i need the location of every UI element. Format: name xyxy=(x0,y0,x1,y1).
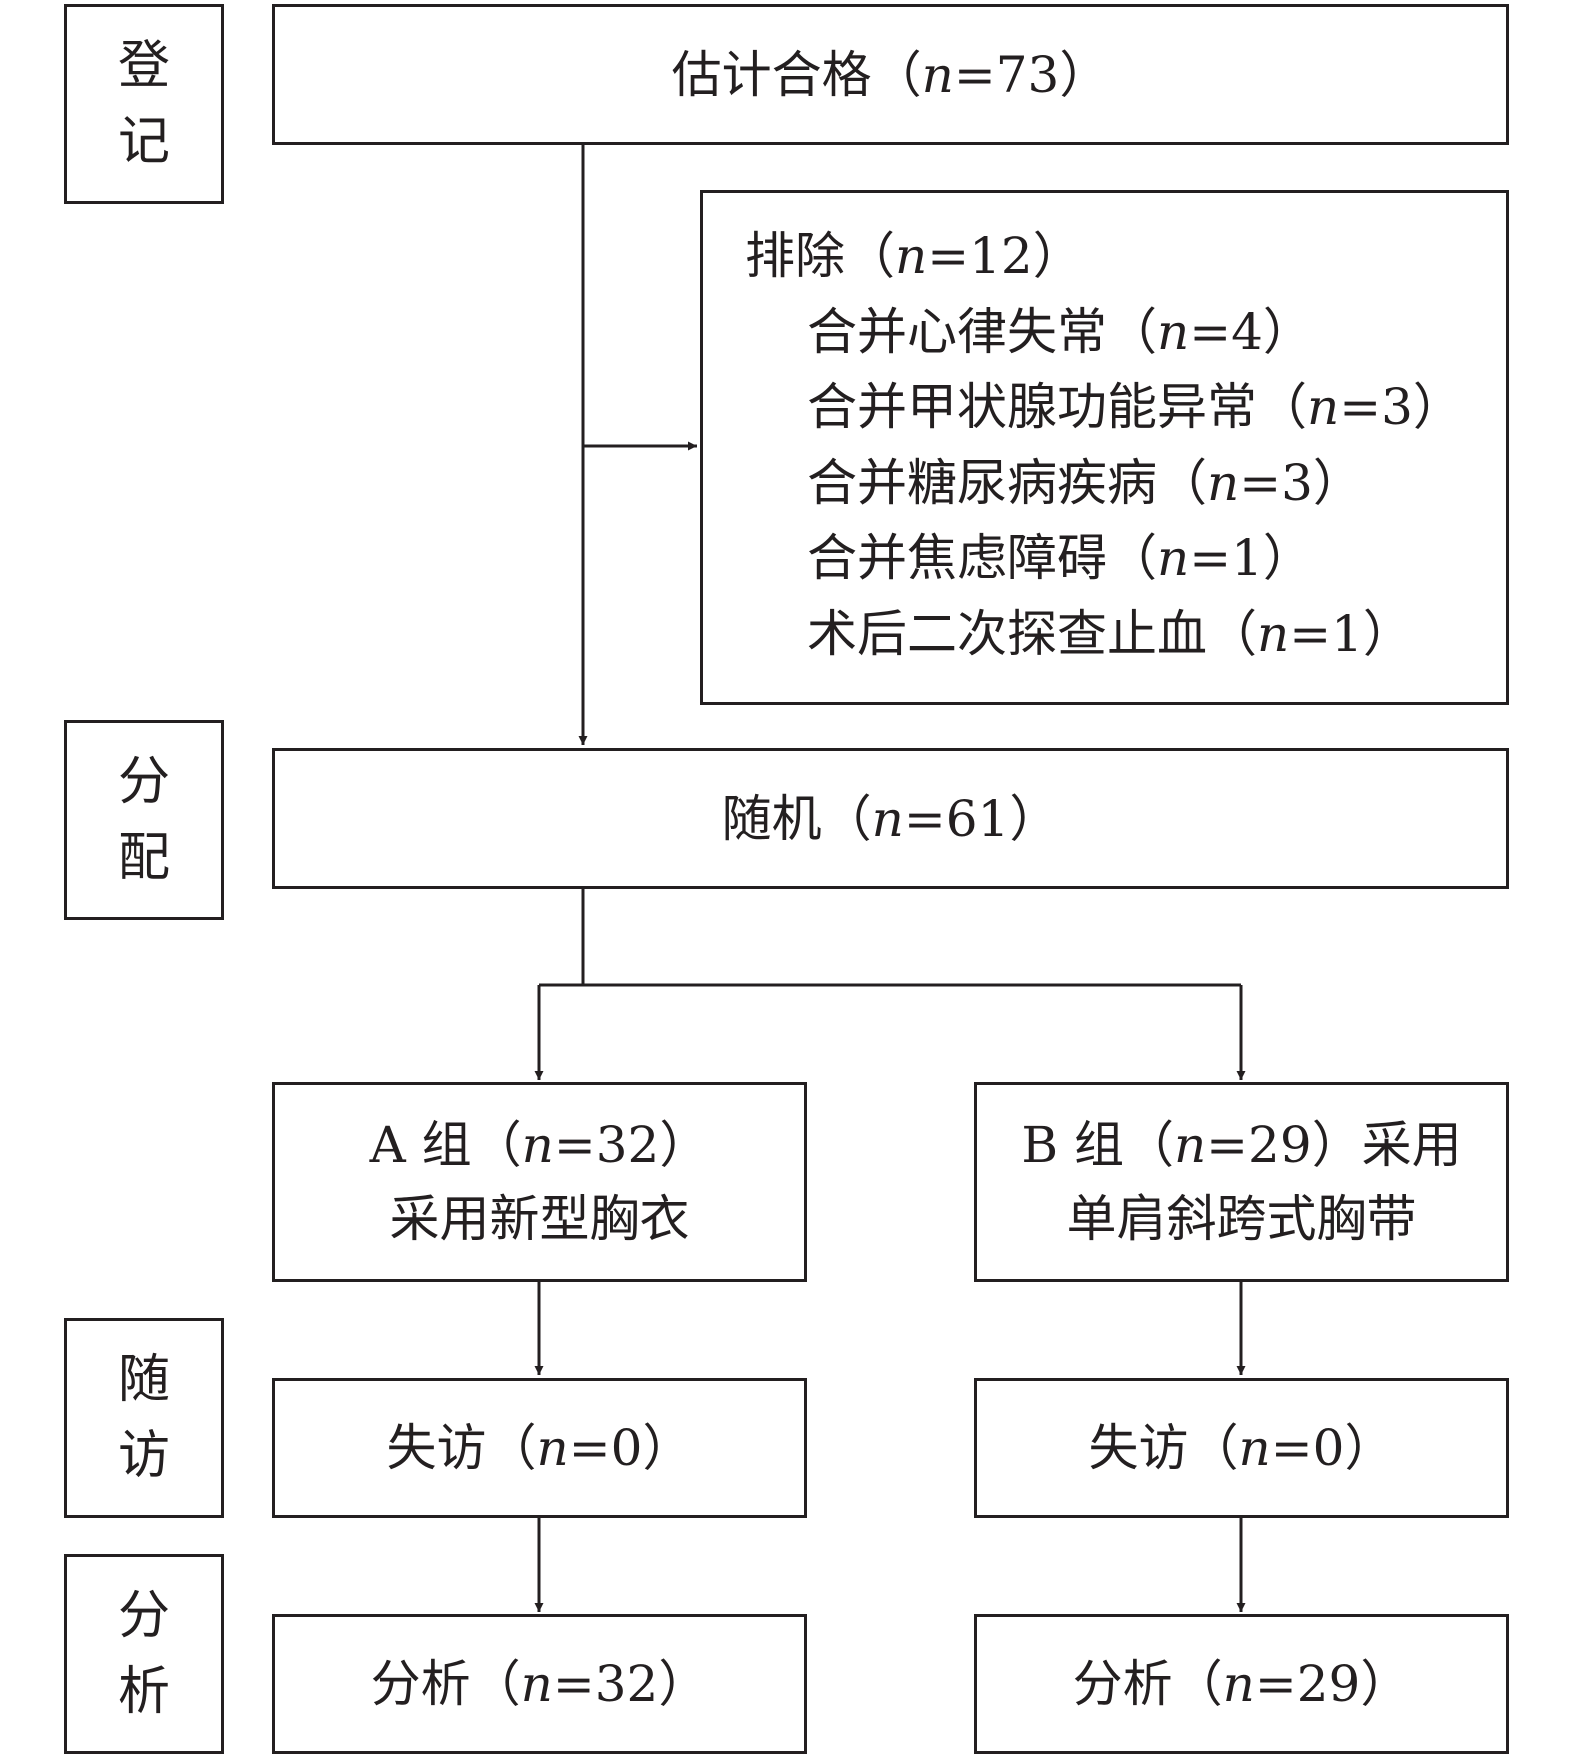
group-a-lost-label: 失访（n=0） xyxy=(386,1419,693,1477)
group-a-analysed-label: 分析（n=32） xyxy=(370,1655,709,1713)
stage-allocation-char-1: 分 xyxy=(117,752,170,812)
stage-followup: 随 访 xyxy=(64,1318,224,1518)
group-b-lost-label: 失访（n=0） xyxy=(1088,1419,1395,1477)
stage-analysis: 分 析 xyxy=(64,1554,224,1754)
stage-allocation-char-2: 配 xyxy=(117,828,170,888)
stage-analysis-char-2: 析 xyxy=(117,1662,170,1722)
group-b-box: B 组（n=29）采用 单肩斜跨式胸带 xyxy=(974,1082,1509,1282)
excluded-reason: 合并糖尿病疾病（n=3） xyxy=(807,453,1363,512)
assessed-box: 估计合格（n=73） xyxy=(272,4,1509,145)
stage-enrollment: 登 记 xyxy=(64,4,224,204)
excluded-reason: 合并甲状腺功能异常（n=3） xyxy=(807,378,1463,436)
group-b-line2: 单肩斜跨式胸带 xyxy=(1066,1190,1417,1248)
excluded-reason: 合并焦虑障碍（n=1） xyxy=(807,529,1313,587)
excluded-box: 排除（n=12） 合并心律失常（n=4） 合并甲状腺功能异常（n=3） 合并糖尿… xyxy=(700,190,1509,705)
group-b-lost-box: 失访（n=0） xyxy=(974,1378,1509,1518)
stage-enrollment-char-2: 记 xyxy=(117,112,170,172)
group-a-analysed-box: 分析（n=32） xyxy=(272,1614,807,1754)
group-b-line1: B 组（n=29）采用 xyxy=(1021,1116,1462,1174)
assessed-label: 估计合格（n=73） xyxy=(671,45,1110,104)
group-b-analysed-label: 分析（n=29） xyxy=(1072,1655,1411,1713)
group-a-line2: 采用新型胸衣 xyxy=(389,1190,690,1248)
stage-followup-char-1: 随 xyxy=(117,1350,170,1410)
group-a-line1: A 组（n=32） xyxy=(369,1116,710,1174)
excluded-reason: 术后二次探查止血（n=1） xyxy=(807,604,1413,663)
stage-enrollment-char-1: 登 xyxy=(117,36,170,96)
excluded-header: 排除（n=12） xyxy=(745,227,1083,285)
group-b-analysed-box: 分析（n=29） xyxy=(974,1614,1509,1754)
randomized-box: 随机（n=61） xyxy=(272,748,1509,889)
group-a-box: A 组（n=32） 采用新型胸衣 xyxy=(272,1082,807,1282)
stage-analysis-char-1: 分 xyxy=(117,1586,170,1646)
randomized-label: 随机（n=61） xyxy=(721,789,1060,848)
group-a-lost-box: 失访（n=0） xyxy=(272,1378,807,1518)
stage-allocation: 分 配 xyxy=(64,720,224,920)
excluded-reason: 合并心律失常（n=4） xyxy=(807,302,1313,361)
stage-followup-char-2: 访 xyxy=(117,1426,170,1486)
